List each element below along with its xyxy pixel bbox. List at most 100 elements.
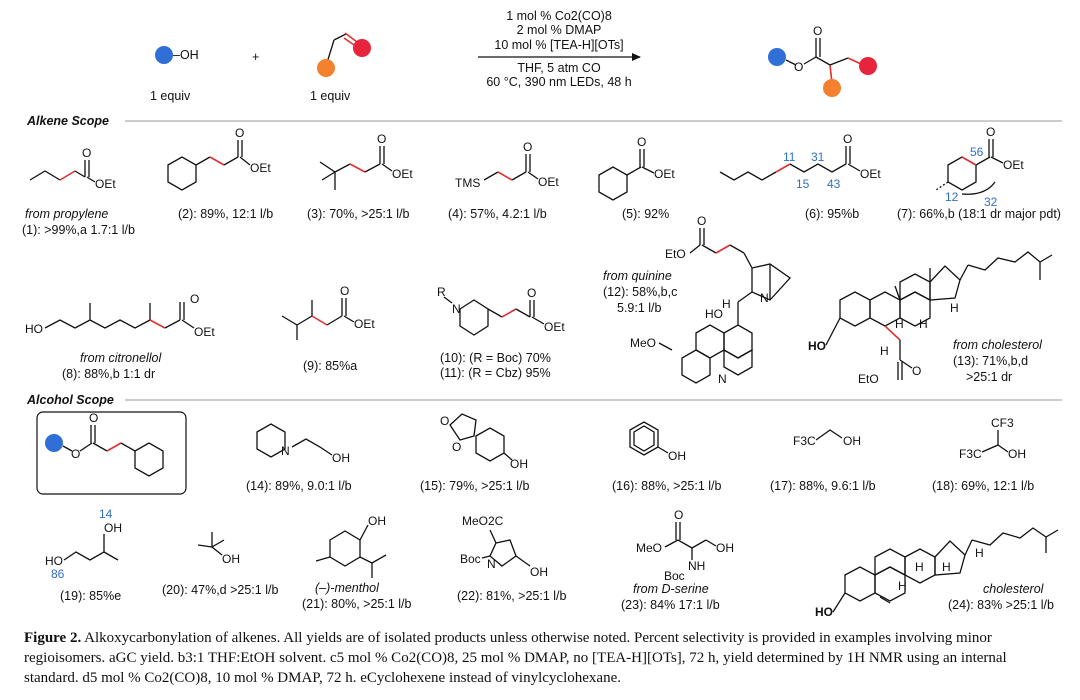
svg-text:H: H [919,317,928,331]
compound-23-structure: MeO O OH NH Boc [636,508,734,583]
alcohol-blue-circle [155,46,173,64]
svg-text:11: 11 [783,150,796,164]
compound-13-label: (13): 71%,b,d [953,354,1028,368]
svg-text:R: R [437,285,446,299]
cond-3: 10 mol % [TEA-H][OTs] [494,38,623,52]
compound-18-label: (18): 69%, 12:1 l/b [932,479,1034,493]
compound-17-structure: F3C OH [793,429,861,448]
compound-6-label: (6): 95%b [805,207,859,221]
compound-8-note: from citronellol [80,351,162,365]
svg-text:O: O [89,411,98,425]
figure-caption: Figure 2. Alkoxycarbonylation of alkenes… [24,628,1064,688]
compound-24-note: cholesterol [983,582,1045,596]
svg-text:OH: OH [104,521,122,535]
svg-text:HO: HO [25,322,43,336]
compound-2-structure: O OEt [167,126,271,191]
compound-5-structure: O OEt [598,135,675,201]
svg-text:N: N [487,557,496,571]
alkene-orange-circle [317,59,335,77]
compound-14-label: (14): 89%, 9.0:1 l/b [246,479,352,493]
compound-15-structure: O O OH [440,413,528,471]
alkene-red-circle [353,39,371,57]
alkene-equiv: 1 equiv [310,89,351,103]
compound-17-label: (17): 88%, 9.6:1 l/b [770,479,876,493]
svg-text:OEt: OEt [194,325,215,339]
svg-text:OEt: OEt [860,167,881,181]
compound-4-label: (4): 57%, 4.2:1 l/b [448,207,547,221]
svg-text:OEt: OEt [654,167,675,181]
compound-20-label: (20): 47%,d >25:1 l/b [162,583,278,597]
compound-22-label: (22): 81%, >25:1 l/b [457,589,566,603]
svg-text:O: O [440,414,449,428]
svg-text:O: O [523,140,532,154]
svg-text:HO: HO [808,339,826,353]
svg-text:H: H [898,579,907,593]
compound-10-label: (10): (R = Boc) 70% [440,351,551,365]
cond-5: 60 °C, 390 nm LEDs, 48 h [486,75,631,89]
svg-text:O: O [190,292,199,306]
compound-16-label: (16): 88%, >25:1 l/b [612,479,721,493]
svg-text:O: O [377,132,386,146]
svg-text:H: H [950,301,959,315]
reaction-scheme: –OH + 1 equiv 1 equiv 1 mol % Co2(CO)8 2… [150,9,877,103]
compound-9-structure: O OEt [281,284,375,340]
svg-text:56: 56 [970,145,984,159]
svg-text:N: N [760,291,769,305]
compound-7-label: (7): 66%,b (18:1 dr major pdt) [897,207,1061,221]
svg-text:OH: OH [222,552,240,566]
compound-15-label: (15): 79%, >25:1 l/b [420,479,529,493]
product-scheme: O O [768,24,877,97]
svg-text:O: O [71,447,80,461]
svg-text:O: O [813,24,822,38]
compound-19-label: (19): 85%e [60,589,121,603]
svg-text:H: H [880,344,889,358]
svg-text:TMS: TMS [455,176,480,190]
svg-text:O: O [986,125,995,139]
svg-text:43: 43 [827,177,841,191]
compound-18-structure: CF3 F3C OH [959,416,1026,461]
compound-16-structure: OH [629,421,686,463]
alcohol-equiv: 1 equiv [150,89,191,103]
svg-text:HO: HO [815,605,833,619]
compound-12-selectivity: 5.9:1 l/b [617,301,662,315]
compound-5-label: (5): 92% [622,207,669,221]
svg-text:OH: OH [716,541,734,555]
compound-13-selectivity: >25:1 dr [966,370,1012,384]
figure-label: Figure 2. [24,630,82,646]
compound-21-structure: OH [315,514,387,578]
compound-4-structure: TMS O OEt [455,140,559,190]
svg-text:H: H [895,317,904,331]
alcohol-scope-template-box: O O [36,411,187,495]
plus-sign: + [252,50,259,64]
svg-text:CF3: CF3 [991,416,1014,430]
svg-text:EtO: EtO [858,372,879,386]
svg-text:O: O [82,146,91,160]
svg-text:H: H [915,560,924,574]
reaction-conditions: 1 mol % Co2(CO)8 2 mol % DMAP 10 mol % [… [478,9,641,89]
compound-23-note: from D-serine [633,582,709,596]
svg-text:O: O [235,126,244,140]
svg-text:OH: OH [668,449,686,463]
cond-2: 2 mol % DMAP [517,23,602,37]
svg-text:OH: OH [332,451,350,465]
compound-8-label: (8): 88%,b 1:1 dr [62,367,155,381]
compound-13-structure: H H H H HO O EtO [808,251,1053,386]
cond-4: THF, 5 atm CO [517,61,601,75]
compound-24-label: (24): 83% >25:1 l/b [948,598,1054,612]
compound-7-structure: O OEt 56 12 32 [935,125,1024,209]
svg-text:OH: OH [843,434,861,448]
svg-text:MeO: MeO [636,541,662,555]
svg-text:OH: OH [530,565,548,579]
compound-3-label: (3): 70%, >25:1 l/b [307,207,410,221]
svg-text:MeO2C: MeO2C [462,514,504,528]
compound-23-label: (23): 84% 17:1 l/b [621,598,720,612]
cond-1: 1 mol % Co2(CO)8 [506,9,612,23]
compound-11-label: (11): (R = Cbz) 95% [440,366,551,380]
svg-text:O: O [637,135,646,149]
compound-10-11-structure: R N O OEt [437,285,565,336]
svg-text:O: O [340,284,349,298]
svg-text:12: 12 [945,190,959,204]
compound-1-label: (1): >99%,a 1.7:1 l/b [22,223,135,237]
compound-6-structure: O OEt 11 31 15 43 [719,132,881,191]
svg-text:N: N [281,444,290,458]
